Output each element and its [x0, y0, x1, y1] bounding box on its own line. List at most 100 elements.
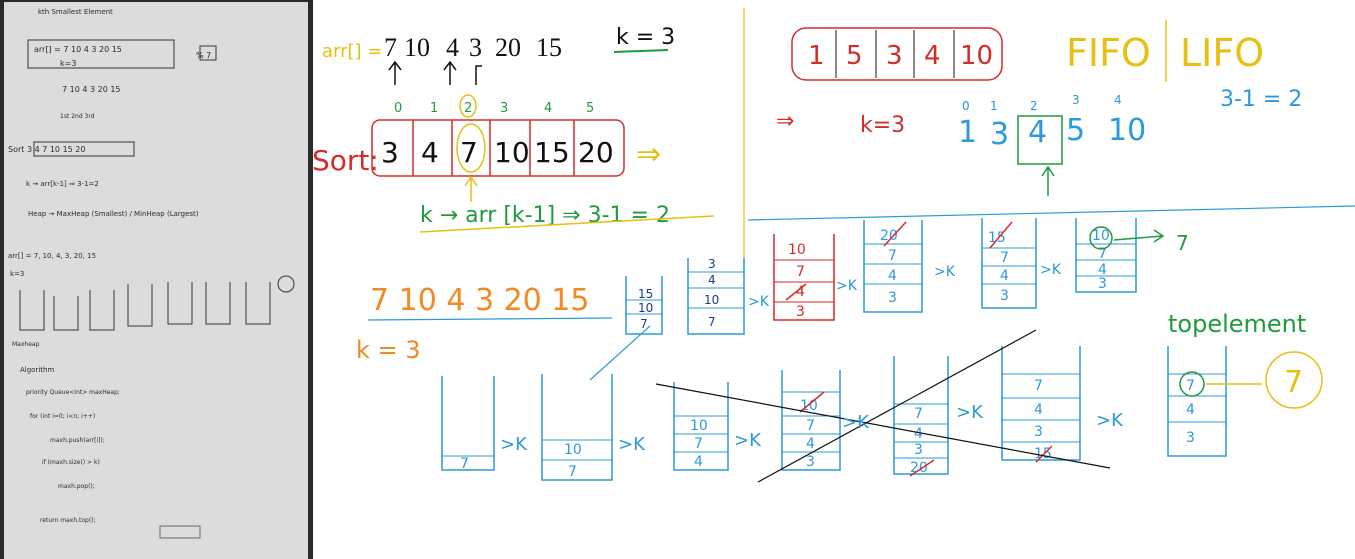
lower-s3-v3: 3: [806, 454, 815, 470]
lower-s4-v1: 4: [914, 426, 923, 442]
formula-underline: [419, 215, 715, 233]
cross-out-lines: [655, 329, 1111, 483]
fifo-index-2: 2: [1030, 99, 1038, 113]
lifo-label: LIFO: [1180, 31, 1264, 75]
upper-s4-v2: 4: [1000, 268, 1009, 284]
lower-gtk-5: >K: [1096, 410, 1124, 431]
sorted-array-dividers: [412, 120, 575, 176]
lower-gtk-4: >K: [956, 402, 984, 423]
queue-value-4: 10: [960, 41, 993, 71]
photo-line-2: k=3: [60, 59, 76, 68]
lower-result: 7: [1284, 365, 1303, 400]
lower-s0-v0: 7: [460, 456, 469, 472]
lower-s5-v1: 4: [1034, 402, 1043, 418]
photo-line-15: maxh.push(arr[i]);: [50, 437, 105, 444]
queue-box: [791, 27, 1003, 81]
lower-s3-v0: 10: [800, 398, 818, 414]
upper-stack-red-rows: [774, 259, 834, 303]
fifo-index-1: 1: [990, 99, 998, 113]
photo-arr-box: [27, 39, 175, 69]
lower-s1-v0: 10: [564, 442, 582, 458]
queue-dividers: [835, 30, 955, 78]
upper-s0-v0: 15: [638, 287, 653, 301]
index-0: 0: [394, 101, 402, 116]
upper-s3-v1: 7: [888, 248, 897, 264]
lower-s4-v2: 3: [914, 442, 923, 458]
index-4: 4: [544, 101, 552, 116]
sort-section: arr[] = 7 10 4 3 20 15 k = 3 0 1 2 3 4 5…: [312, 25, 715, 233]
array-value-3: 3: [469, 33, 482, 62]
index-1: 1: [430, 101, 438, 116]
upper-s1-v1: 4: [708, 273, 716, 287]
answer-pointer-arrow: [464, 175, 478, 202]
fifo-sorted-0: 1: [958, 115, 977, 150]
photo-line-5: 1st 2nd 3rd: [60, 113, 95, 120]
lower-stacks: 7 10 7 10 7 4 10 7 4 3 7 4 3 20 7 4 3 15…: [441, 310, 1323, 483]
sorted-value-2: 7: [460, 136, 478, 169]
upper-top-circle: [1089, 226, 1113, 250]
photo-line-7: k → arr[k-1] ⇒ 3-1=2: [26, 180, 99, 188]
index-highlight: [459, 94, 477, 118]
photo-line-1: arr[] = 7 10 4 3 20 15: [34, 45, 122, 54]
lower-gtk-0: >K: [500, 434, 528, 455]
lower-gtk-2: >K: [734, 430, 762, 451]
upper-s3-v3: 3: [888, 290, 897, 306]
upper-stacks: 15 10 7 3 4 10 7 10 7 4 3 20 7 4 3 15 7 …: [625, 218, 1189, 335]
photo-sorted-box: [33, 141, 135, 157]
array-value-0: 7: [384, 33, 397, 62]
lower-top-circle: [1179, 371, 1205, 397]
upper-s1-v0: 3: [708, 257, 716, 271]
photo-line-6: Sort 3 4 7 10 15 20: [8, 145, 85, 154]
fifo-sorted-4: 10: [1108, 113, 1146, 148]
upper-gtk-0: >K: [748, 294, 770, 310]
fifo-sorted-3: 5: [1066, 113, 1085, 148]
sorted-value-1: 4: [421, 136, 439, 169]
sorted-array-box: [371, 119, 625, 177]
fifo-index-3: 3: [1072, 93, 1080, 107]
upper-s0-v2: 7: [640, 317, 648, 331]
queue-value-0: 1: [808, 41, 825, 71]
lower-gtk-3: >K: [842, 412, 870, 433]
k-underline: [613, 49, 669, 53]
photo-line-11: Maxheap: [12, 341, 40, 348]
photo-title: kth Smallest Element: [38, 8, 113, 16]
lower-s4-v3: 20: [910, 460, 928, 476]
upper-s0-v1: 10: [638, 301, 653, 315]
lower-strike-marks: [799, 391, 1053, 477]
orange-underline: [367, 317, 613, 321]
photo-line-4: 7 10 4 3 20 15: [62, 85, 121, 94]
upper-s1-v3: 7: [708, 315, 716, 329]
lower-s6-v2: 3: [1186, 430, 1195, 446]
upper-s3-v0: 20: [880, 228, 898, 244]
upper-s2-v1: 7: [796, 264, 805, 280]
top-element-label: topelement: [1168, 310, 1306, 338]
upper-stack-rows: [626, 243, 1136, 315]
orange-section: 7 10 4 3 20 15 k = 3: [356, 283, 651, 381]
upper-s4-v3: 3: [1000, 288, 1009, 304]
array-value-5: 15: [536, 33, 562, 62]
lower-gtk-1: >K: [618, 434, 646, 455]
array-value-4: 20: [495, 33, 521, 62]
answer-highlight: [456, 123, 486, 173]
sorted-value-3: 10: [494, 136, 530, 169]
lower-s3-v1: 7: [806, 418, 815, 434]
lower-result-circle: [1265, 351, 1323, 409]
lower-s6-v0: 7: [1186, 378, 1195, 394]
photo-line-3: % 7: [196, 51, 211, 60]
sorted-value-4: 15: [534, 136, 570, 169]
fifo-index-4: 4: [1114, 93, 1122, 107]
fifo-answer-arrow: [1041, 165, 1055, 196]
queue-value-2: 3: [886, 41, 903, 71]
fifo-label: FIFO: [1066, 31, 1151, 75]
fifo-section: 1 5 3 4 10 FIFO LIFO ⇒ k=3 0 1 2 3 4 1 3…: [776, 20, 1302, 196]
arr-label: arr[] =: [322, 41, 382, 62]
fifo-sorted-2: 4: [1028, 115, 1047, 150]
lower-s5-v2: 3: [1034, 424, 1043, 440]
upper-gtk-3: >K: [1040, 262, 1062, 278]
upper-s5-v2: 4: [1098, 262, 1107, 278]
lower-s3-v2: 4: [806, 436, 815, 452]
upper-s5-v3: 3: [1098, 276, 1107, 292]
upper-strike-marks: [785, 221, 1013, 301]
fifo-answer-box: [1017, 115, 1063, 165]
photo-line-13: priority Queue<Int> maxHeap;: [26, 389, 120, 396]
